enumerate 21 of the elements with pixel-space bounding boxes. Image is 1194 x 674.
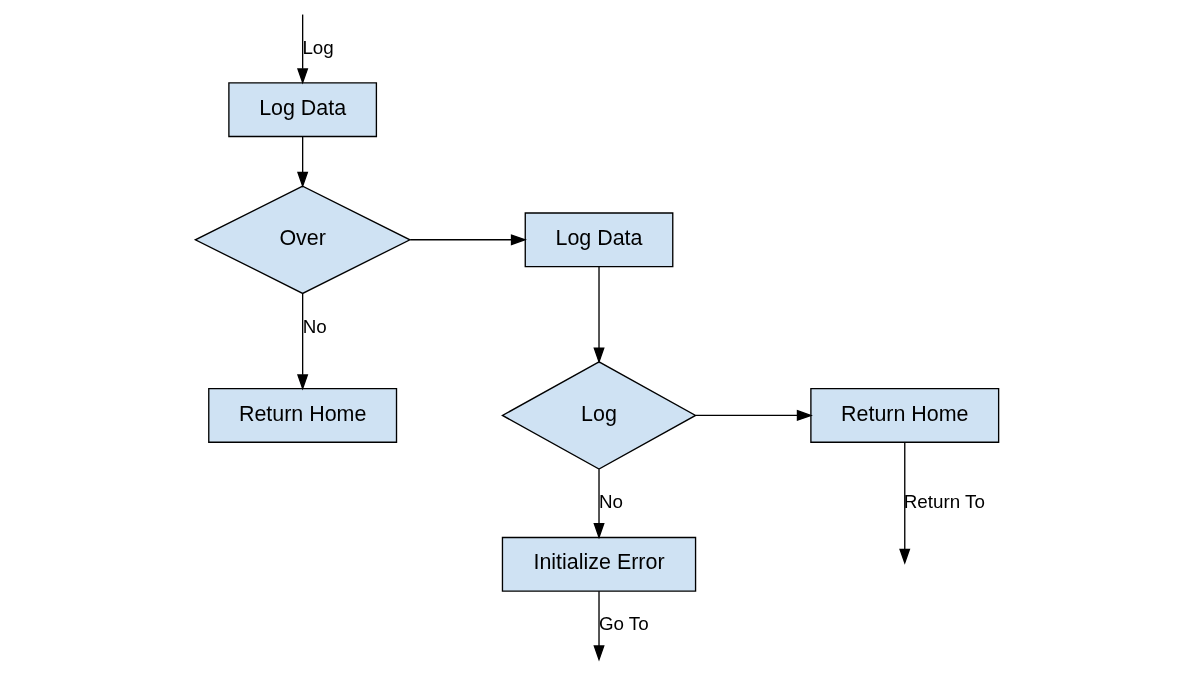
node-box: Log Data — [228, 82, 378, 138]
arrow — [899, 441, 911, 565]
node-box: Initialize Error — [501, 536, 697, 592]
edge-label: No — [302, 315, 327, 337]
edge-label: Return To — [903, 491, 985, 513]
arrow — [695, 409, 813, 422]
node-diamond: Over — [193, 185, 412, 295]
node-diamond: Log — [501, 361, 697, 470]
arrow — [297, 13, 309, 85]
edge-label: Log — [302, 36, 334, 58]
arrow — [297, 136, 309, 188]
edge-label: Go To — [598, 613, 649, 635]
arrow — [593, 265, 605, 364]
arrow — [593, 468, 605, 540]
arrow — [409, 234, 527, 246]
node-box: Log Data — [524, 212, 674, 268]
edge-label: No — [599, 491, 624, 513]
node-box: Return Home — [810, 387, 1000, 443]
node-box: Return Home — [208, 387, 398, 443]
arrow — [593, 590, 605, 662]
arrow — [297, 292, 309, 391]
